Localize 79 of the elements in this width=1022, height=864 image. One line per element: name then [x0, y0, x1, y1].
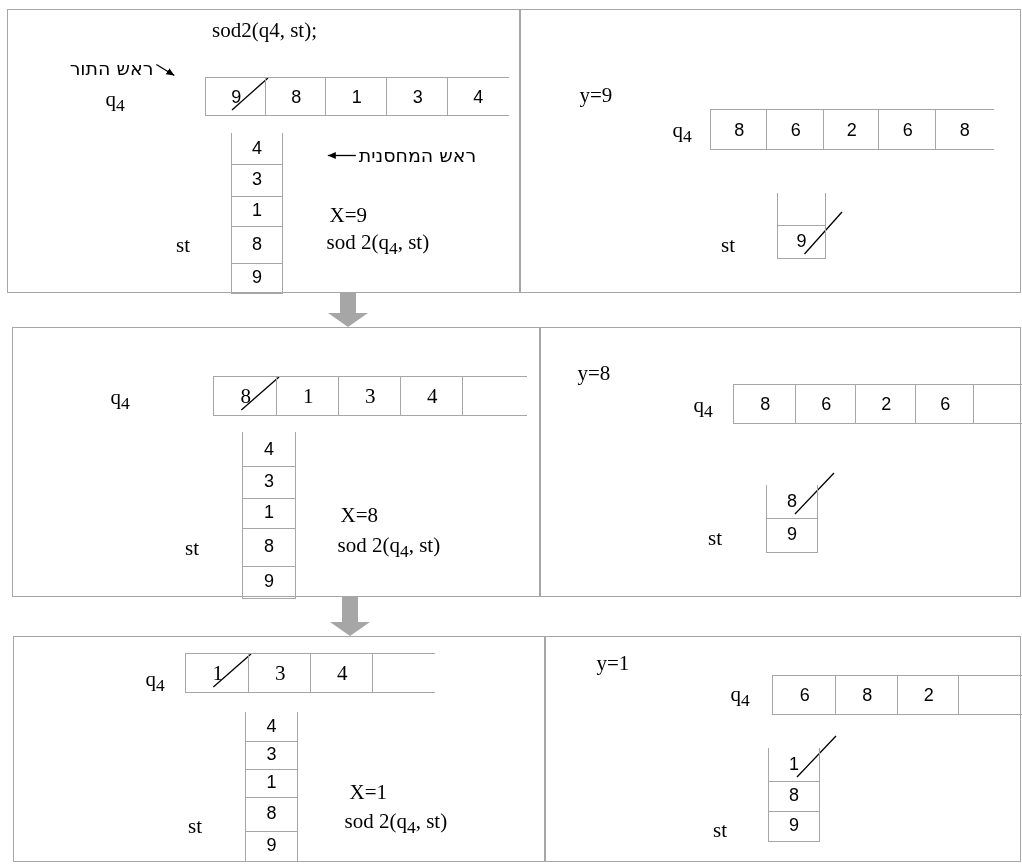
- queue-cell: 6: [915, 384, 975, 424]
- stack-cell: 8: [766, 485, 818, 519]
- panel: [7, 9, 520, 293]
- variable-label: q$_{4}$: [730, 681, 750, 713]
- queue-cell: 8: [213, 376, 278, 416]
- stack-cell: 8: [768, 780, 820, 812]
- variable-label: st: [708, 526, 722, 550]
- queue-cell: 8: [835, 675, 899, 715]
- pointer-arrow: [155, 63, 175, 77]
- variable-label: q$_{4}$: [693, 392, 713, 424]
- stack-cell: 1: [231, 195, 283, 227]
- panel: [540, 327, 1021, 597]
- block-arrow: [330, 597, 370, 636]
- queue-cell: 3: [338, 376, 402, 416]
- queue-cell: 6: [766, 109, 825, 150]
- code-text: y=8: [577, 360, 611, 385]
- stack-cell: 1: [245, 768, 298, 798]
- note-text: ראש התור: [69, 56, 154, 79]
- code-text: sod 2(q$_{4}$, st): [337, 532, 441, 563]
- code-text: y=1: [596, 650, 630, 675]
- queue-cell: 8: [265, 77, 327, 116]
- variable-label: q$_{4}$: [105, 86, 125, 118]
- code-text: sod 2(q$_{4}$, st): [326, 229, 430, 260]
- stack-cell: 3: [231, 163, 283, 197]
- panel: [545, 636, 1021, 862]
- panel: [520, 9, 1021, 293]
- note-text: ראש המחסנית: [358, 143, 477, 166]
- stack-cell: 9: [242, 565, 296, 599]
- stack-cell: 8: [242, 527, 296, 567]
- stack-cell: 8: [231, 225, 283, 264]
- queue-cell: 4: [447, 77, 509, 116]
- stack-cell: 3: [245, 740, 298, 770]
- queue-cell: 2: [855, 384, 917, 424]
- stack-cell: 1: [242, 497, 296, 529]
- stack-cell: 4: [231, 133, 283, 165]
- variable-label: q$_{4}$: [110, 384, 130, 416]
- code-text: X=9: [329, 202, 367, 227]
- stack-cell: 9: [768, 810, 820, 842]
- queue-cell: 8: [935, 109, 994, 150]
- panel: [12, 327, 540, 597]
- variable-label: q$_{4}$: [145, 666, 165, 698]
- queue-cell: 1: [276, 376, 340, 416]
- pointer-arrow: [327, 152, 357, 159]
- queue-cell: 9: [205, 77, 267, 116]
- code-text: sod 2(q$_{4}$, st): [344, 808, 448, 839]
- queue-cell: 3: [386, 77, 449, 116]
- queue-cell: 6: [795, 384, 857, 424]
- queue-cell: 2: [823, 109, 880, 150]
- queue-cell: 8: [733, 384, 797, 424]
- stack-cell: 4: [245, 712, 298, 742]
- queue-cell: 3: [248, 653, 312, 693]
- variable-label: st: [185, 536, 199, 560]
- stack-cell: 4: [242, 432, 296, 467]
- panel: [13, 636, 545, 862]
- queue-cell: 1: [325, 77, 388, 116]
- variable-label: st: [721, 233, 735, 257]
- queue-cell: 2: [897, 675, 960, 715]
- variable-label: st: [176, 233, 190, 257]
- code-text: y=9: [579, 82, 613, 107]
- code-text: X=1: [349, 779, 387, 804]
- stack-cell: 9: [231, 262, 283, 294]
- stack-cell: 8: [245, 796, 298, 832]
- code-text: sod2(q4, st);: [212, 17, 317, 42]
- variable-label: q$_{4}$: [672, 117, 692, 149]
- stack-cell: 1: [768, 748, 820, 782]
- queue-cell: 6: [878, 109, 937, 150]
- queue-cell: 6: [772, 675, 837, 715]
- stack-cell: 9: [766, 517, 818, 553]
- stack-cell: 9: [777, 224, 826, 259]
- stack-cell: 9: [245, 830, 298, 862]
- variable-label: st: [713, 818, 727, 842]
- stack-cell: 3: [242, 465, 296, 499]
- queue-cell: 8: [710, 109, 768, 150]
- block-arrow: [328, 293, 368, 327]
- queue-cell: 1: [185, 653, 250, 693]
- variable-label: st: [188, 814, 202, 838]
- code-text: X=8: [340, 502, 378, 527]
- queue-cell: 4: [310, 653, 374, 693]
- queue-cell: 4: [400, 376, 464, 416]
